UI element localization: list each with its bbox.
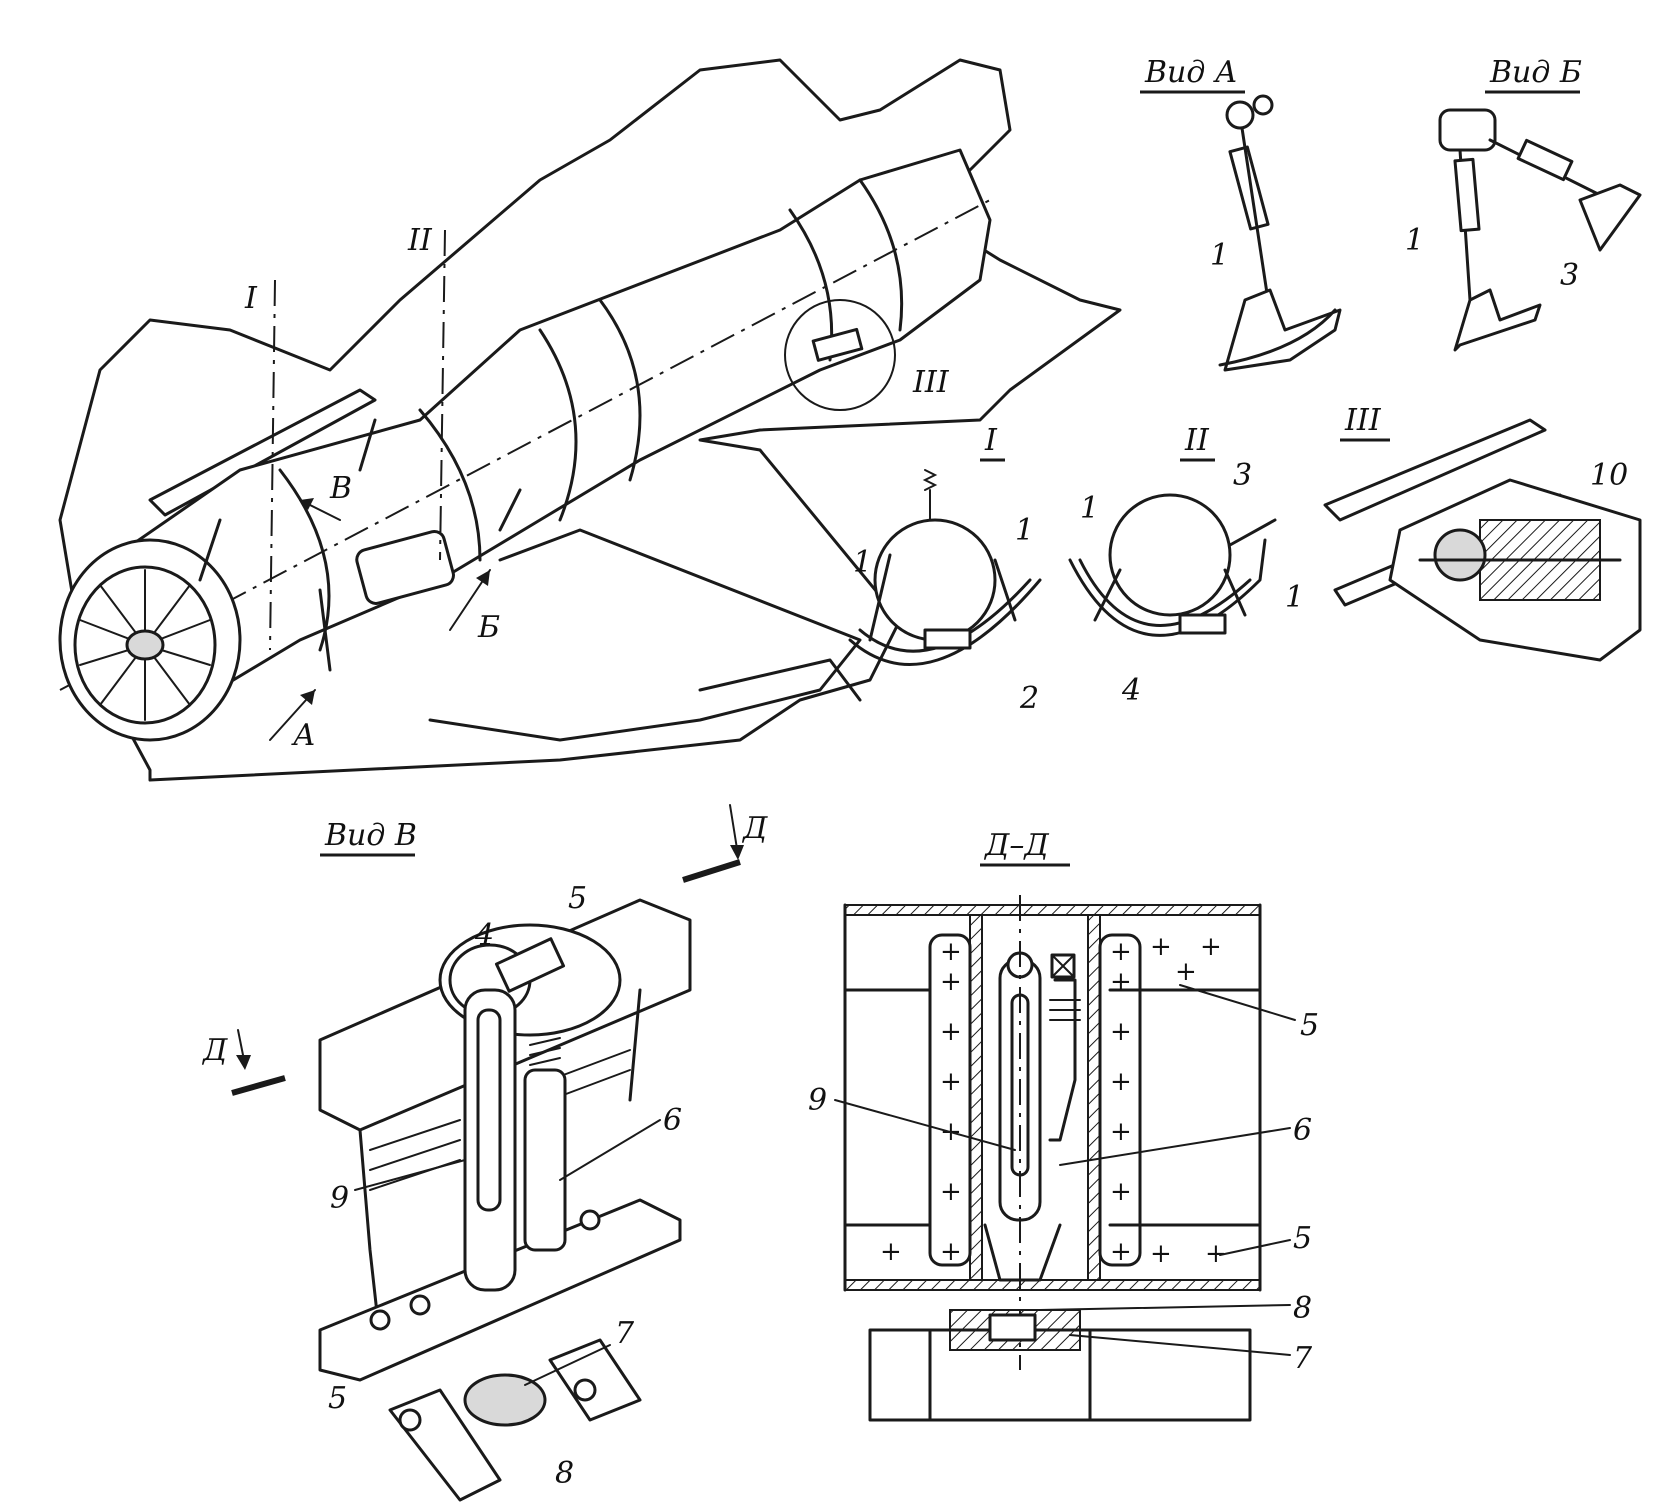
svg-text:+: + — [1110, 1017, 1132, 1047]
svg-text:+: + — [1110, 1177, 1132, 1207]
svg-text:+: + — [1205, 1239, 1227, 1269]
detail-III: III 10 — [1323, 403, 1642, 662]
svg-text:+: + — [1150, 1239, 1172, 1269]
svg-text:+: + — [1110, 967, 1132, 997]
pylon-rail — [148, 388, 377, 517]
dd-callout-9: 9 — [808, 1083, 827, 1118]
d1-callout-1a: 1 — [853, 545, 872, 580]
vb-callout-3: 3 — [1560, 258, 1579, 293]
title-detail-III: III — [1344, 403, 1382, 438]
vv-callout-8: 8 — [555, 1456, 574, 1491]
label-arrow-V: В — [329, 471, 352, 506]
vb-callout-1: 1 — [1405, 223, 1424, 258]
dd-callout-7: 7 — [1293, 1341, 1313, 1376]
section-D-D: Д–Д + + + + + + + + + + + + + + — [808, 828, 1319, 1422]
svg-text:+: + — [940, 967, 962, 997]
title-section-D-D: Д–Д — [983, 828, 1049, 863]
svg-text:+: + — [1110, 1117, 1132, 1147]
title-view-B: Вид Б — [1489, 55, 1582, 90]
access-hatch — [355, 530, 455, 605]
svg-text:+: + — [1110, 1237, 1132, 1267]
label-section-II: II — [407, 223, 433, 258]
svg-text:+: + — [880, 1237, 902, 1267]
pod-body — [108, 148, 992, 722]
title-detail-I: I — [984, 423, 998, 458]
view-A: Вид А 1 — [1140, 55, 1342, 372]
title-detail-II: II — [1184, 423, 1210, 458]
vv-callout-4: 4 — [474, 918, 494, 953]
vv-callout-9: 9 — [330, 1181, 349, 1216]
vv-callout-6: 6 — [663, 1103, 682, 1138]
svg-text:+: + — [1110, 1067, 1132, 1097]
marker-d-left: Д — [201, 1033, 228, 1068]
vv-callout-7: 7 — [615, 1316, 635, 1351]
wing-outline — [58, 58, 1122, 782]
detail-II: II 1 3 1 4 — [1068, 423, 1304, 708]
dd-callout-6: 6 — [1293, 1113, 1312, 1148]
label-arrow-B: Б — [477, 610, 500, 645]
d3-callout-10: 10 — [1590, 458, 1628, 493]
svg-text:+: + — [940, 937, 962, 967]
d2-callout-4: 4 — [1121, 673, 1141, 708]
label-section-I: I — [244, 281, 258, 316]
va-callout-1: 1 — [1210, 238, 1229, 273]
dd-callout-8: 8 — [1293, 1291, 1312, 1326]
marker-d-right: Д — [741, 811, 768, 846]
view-V: Вид В Д Д — [201, 804, 768, 1502]
lower-wing — [428, 528, 862, 742]
detail-I: I 1 1 2 — [848, 423, 1042, 716]
label-detail-III: III — [912, 365, 950, 400]
title-view-A: Вид А — [1144, 55, 1238, 90]
label-arrow-A: А — [291, 718, 316, 753]
d2-callout-1a: 1 — [1080, 491, 1099, 526]
d1-callout-1b: 1 — [1015, 513, 1034, 548]
title-view-V: Вид В — [324, 818, 417, 853]
d2-callout-3: 3 — [1233, 458, 1252, 493]
dd-callout-5a: 5 — [1300, 1008, 1319, 1043]
svg-text:+: + — [940, 1067, 962, 1097]
detail-III-circle — [784, 299, 896, 411]
svg-text:+: + — [940, 1237, 962, 1267]
svg-text:+: + — [1175, 957, 1197, 987]
svg-text:+: + — [1150, 932, 1172, 962]
d2-callout-1b: 1 — [1285, 580, 1304, 615]
svg-text:+: + — [1110, 937, 1132, 967]
rivet-marks: + + + + + + + + + + + + + + + + + + + + — [880, 932, 1227, 1269]
vv-callout-5a: 5 — [568, 881, 587, 916]
svg-text:+: + — [940, 1017, 962, 1047]
d1-callout-2: 2 — [1019, 681, 1039, 716]
dd-callout-5b: 5 — [1293, 1221, 1312, 1256]
svg-text:+: + — [1200, 932, 1222, 962]
main-assembly: I II III А Б В — [58, 58, 1122, 782]
vv-callout-5b: 5 — [328, 1381, 347, 1416]
svg-text:+: + — [940, 1177, 962, 1207]
view-B: Вид Б 1 3 — [1405, 55, 1642, 352]
